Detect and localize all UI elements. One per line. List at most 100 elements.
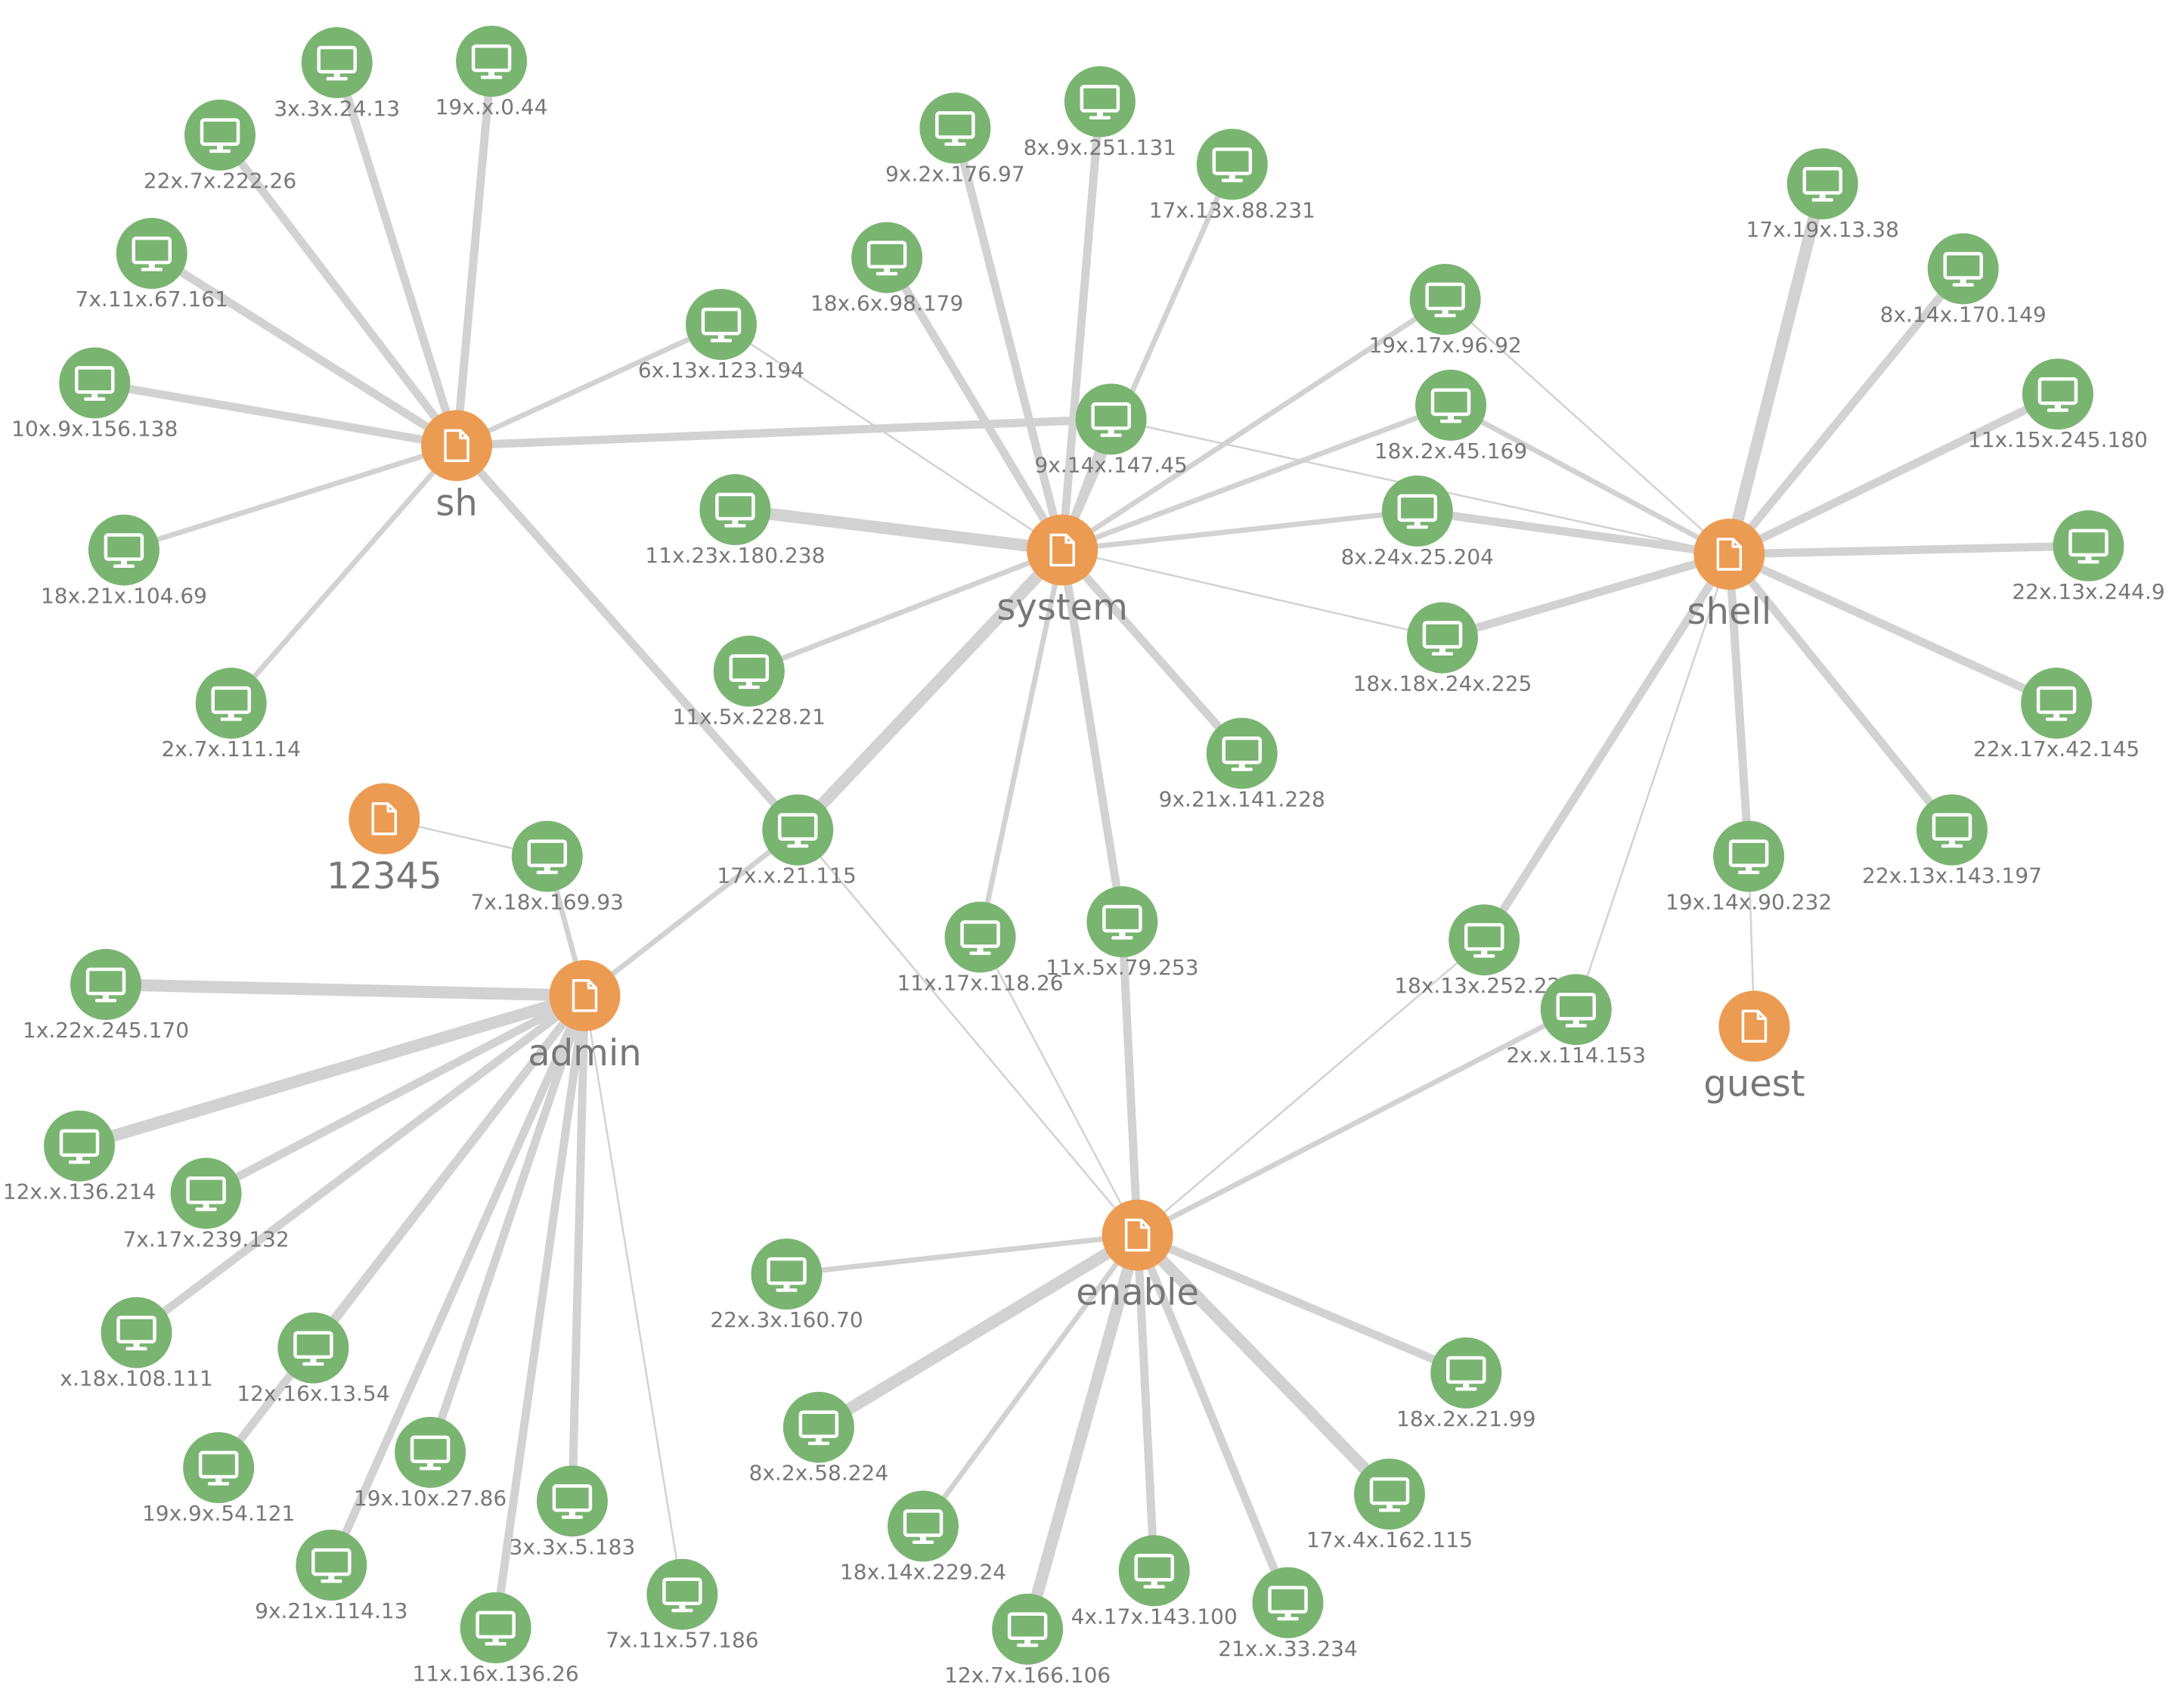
- host-node-h33[interactable]: 7x.18x.169.93: [471, 820, 624, 915]
- host-node-h38[interactable]: 12x.16x.13.54: [237, 1312, 390, 1406]
- host-node-circle[interactable]: [1786, 148, 1858, 220]
- host-node-circle[interactable]: [1206, 718, 1278, 789]
- host-node-circle[interactable]: [919, 92, 991, 164]
- host-node-h21[interactable]: 18x.2x.45.169: [1374, 369, 1527, 463]
- file-node-circle[interactable]: [549, 959, 621, 1031]
- host-node-h37[interactable]: x.18x.108.111: [60, 1297, 213, 1390]
- host-node-h12[interactable]: 18x.6x.98.179: [810, 222, 963, 316]
- host-node-circle[interactable]: [395, 1416, 466, 1488]
- host-node-circle[interactable]: [1409, 263, 1481, 335]
- file-node-circle[interactable]: [1027, 514, 1098, 586]
- file-node-guest[interactable]: guest: [1703, 990, 1805, 1105]
- file-node-circle[interactable]: [349, 783, 420, 854]
- host-node-circle[interactable]: [1430, 1337, 1502, 1409]
- host-node-circle[interactable]: [536, 1465, 608, 1537]
- host-node-circle[interactable]: [460, 1592, 531, 1663]
- file-node-circle[interactable]: [1101, 1199, 1173, 1271]
- host-node-h18[interactable]: 11x.17x.118.26: [897, 901, 1064, 995]
- host-node-h35[interactable]: 12x.x.136.214: [3, 1110, 156, 1204]
- host-node-h6[interactable]: 18x.21x.104.69: [41, 514, 207, 608]
- host-node-h22[interactable]: 8x.24x.25.204: [1341, 475, 1494, 569]
- host-node-h32[interactable]: 2x.x.114.153: [1506, 974, 1646, 1068]
- host-node-h28[interactable]: 22x.17x.42.145: [1973, 668, 2139, 761]
- file-node-circle[interactable]: [421, 410, 493, 482]
- host-node-circle[interactable]: [170, 1158, 242, 1229]
- host-node-h51[interactable]: 17x.4x.162.115: [1306, 1458, 1473, 1552]
- host-node-circle[interactable]: [685, 289, 757, 361]
- host-node-h43[interactable]: 11x.16x.136.26: [413, 1592, 579, 1686]
- host-node-h24[interactable]: 17x.19x.13.38: [1746, 148, 1899, 242]
- host-node-h26[interactable]: 11x.15x.245.180: [1968, 358, 2148, 452]
- host-node-circle[interactable]: [116, 218, 187, 290]
- host-node-circle[interactable]: [296, 1530, 367, 1601]
- host-node-circle[interactable]: [851, 222, 923, 293]
- host-node-circle[interactable]: [2021, 668, 2093, 739]
- host-node-h15[interactable]: 11x.5x.228.21: [673, 635, 826, 730]
- host-node-circle[interactable]: [2053, 510, 2124, 581]
- host-node-circle[interactable]: [184, 99, 256, 171]
- host-node-h39[interactable]: 19x.9x.54.121: [142, 1432, 295, 1526]
- host-node-h1[interactable]: 3x.3x.24.13: [274, 26, 400, 121]
- host-node-circle[interactable]: [183, 1432, 255, 1504]
- file-node-circle[interactable]: [1718, 990, 1790, 1062]
- host-node-circle[interactable]: [1415, 369, 1487, 441]
- host-node-circle[interactable]: [1713, 820, 1785, 892]
- host-node-h25[interactable]: 8x.14x.170.149: [1880, 233, 2047, 327]
- host-node-h34[interactable]: 1x.22x.245.170: [23, 949, 189, 1043]
- host-node-h4[interactable]: 7x.11x.67.161: [76, 218, 228, 312]
- file-node-12345[interactable]: 12345: [327, 783, 442, 897]
- host-node-circle[interactable]: [751, 1238, 823, 1310]
- host-node-h47[interactable]: 18x.14x.229.24: [840, 1490, 1006, 1584]
- host-node-h14[interactable]: 11x.23x.180.238: [645, 474, 825, 568]
- host-node-circle[interactable]: [1916, 794, 1988, 866]
- host-node-circle[interactable]: [762, 794, 834, 866]
- host-node-h30[interactable]: 19x.14x.90.232: [1665, 820, 1832, 915]
- host-node-h44[interactable]: 7x.11x.57.186: [606, 1558, 759, 1653]
- host-node-h8[interactable]: 6x.13x.123.194: [638, 289, 804, 383]
- host-node-circle[interactable]: [1196, 129, 1268, 200]
- host-node-h16[interactable]: 17x.x.21.115: [717, 794, 857, 888]
- host-node-h19[interactable]: 11x.5x.79.253: [1046, 886, 1199, 980]
- host-node-circle[interactable]: [1086, 886, 1158, 958]
- host-node-circle[interactable]: [88, 514, 160, 586]
- host-node-circle[interactable]: [1075, 383, 1147, 455]
- file-node-admin[interactable]: admin: [528, 959, 642, 1074]
- host-node-circle[interactable]: [1252, 1567, 1324, 1638]
- host-node-circle[interactable]: [456, 26, 528, 98]
- host-node-circle[interactable]: [1064, 66, 1136, 138]
- host-node-circle[interactable]: [101, 1297, 172, 1369]
- host-node-circle[interactable]: [1540, 974, 1612, 1046]
- host-node-h9[interactable]: 9x.2x.176.97: [885, 92, 1025, 186]
- host-node-h5[interactable]: 10x.9x.156.138: [11, 347, 178, 441]
- host-node-circle[interactable]: [2022, 358, 2093, 430]
- host-node-h13[interactable]: 9x.14x.147.45: [1034, 383, 1188, 477]
- host-node-h23[interactable]: 18x.18x.24x.225: [1353, 602, 1532, 696]
- host-node-circle[interactable]: [511, 820, 583, 892]
- host-node-circle[interactable]: [992, 1593, 1064, 1665]
- host-node-h52[interactable]: 18x.2x.21.99: [1396, 1337, 1536, 1431]
- host-node-h17[interactable]: 9x.21x.141.228: [1159, 718, 1325, 811]
- file-node-enable[interactable]: enable: [1076, 1199, 1199, 1314]
- host-node-h7[interactable]: 2x.7x.111.14: [161, 668, 301, 761]
- file-node-sh[interactable]: sh: [421, 410, 493, 524]
- host-node-circle[interactable]: [699, 474, 771, 546]
- host-node-h31[interactable]: 18x.13x.252.223: [1394, 904, 1574, 998]
- host-node-h49[interactable]: 4x.17x.143.100: [1071, 1535, 1238, 1629]
- host-node-h46[interactable]: 8x.2x.58.224: [749, 1391, 889, 1486]
- host-node-h45[interactable]: 22x.3x.160.70: [710, 1238, 863, 1332]
- host-node-h3[interactable]: 22x.7x.222.26: [144, 99, 296, 194]
- host-node-h10[interactable]: 8x.9x.251.131: [1024, 66, 1176, 160]
- host-node-circle[interactable]: [1381, 475, 1453, 547]
- host-node-circle[interactable]: [195, 668, 267, 739]
- file-node-system[interactable]: system: [996, 514, 1128, 628]
- host-node-h50[interactable]: 21x.x.33.234: [1218, 1567, 1358, 1661]
- host-node-circle[interactable]: [1118, 1535, 1190, 1607]
- host-node-circle[interactable]: [59, 347, 131, 419]
- host-node-circle[interactable]: [277, 1312, 349, 1384]
- host-node-circle[interactable]: [944, 901, 1016, 973]
- host-node-h2[interactable]: 19x.x.0.44: [435, 26, 548, 119]
- host-node-h29[interactable]: 22x.13x.143.197: [1862, 794, 2042, 888]
- host-node-h36[interactable]: 7x.17x.239.132: [122, 1158, 290, 1251]
- host-node-h41[interactable]: 9x.21x.114.13: [255, 1530, 407, 1623]
- host-node-circle[interactable]: [43, 1110, 115, 1182]
